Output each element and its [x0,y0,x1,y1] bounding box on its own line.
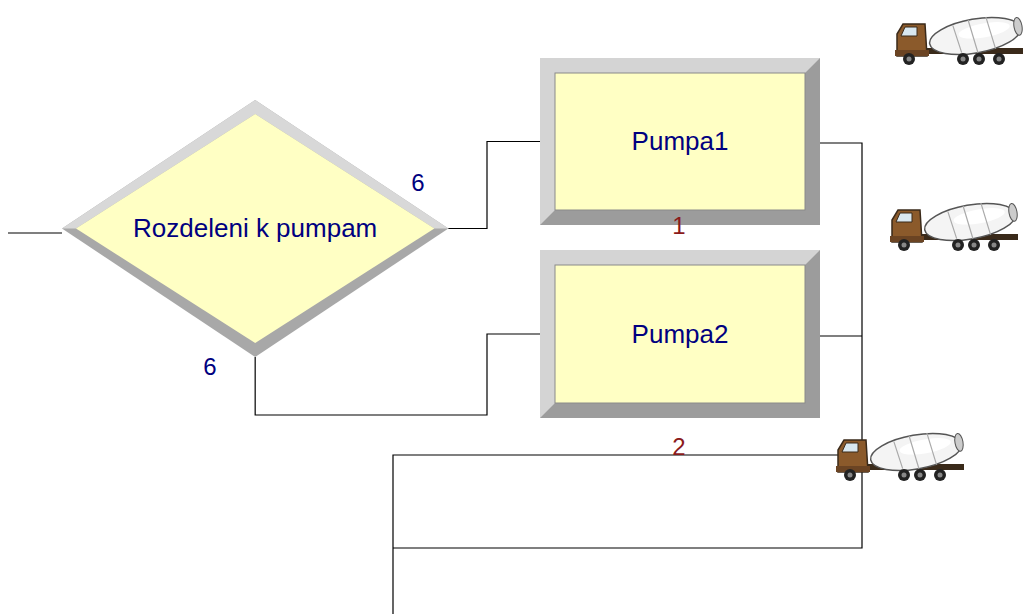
box-bevel [540,58,820,225]
connector [448,142,540,229]
node-label: Rozdeleni k pumpam [133,214,377,243]
process-box: Pumpa2 [540,250,820,418]
counter-number: 2 [672,435,685,459]
truck-icon [890,197,1020,251]
decision-diamond: Rozdeleni k pumpam [62,100,448,357]
node-label: Pumpa2 [632,320,729,349]
counter-number: 1 [672,214,685,238]
counter-number: 6 [203,355,216,379]
box-bevel [540,250,820,418]
diamond-bevel [62,100,448,357]
entry-line [8,232,62,233]
counter-number: 6 [411,171,424,195]
box-bevel [540,58,820,225]
box-fill [555,265,805,403]
connector [255,334,540,415]
box-fill [555,73,805,210]
node-label: Pumpa1 [632,127,729,156]
truck-icon [836,427,966,481]
truck-icon [895,11,1025,65]
box-bevel [540,250,820,418]
process-box: Pumpa1 [540,58,820,225]
diamond-fill [76,114,434,343]
